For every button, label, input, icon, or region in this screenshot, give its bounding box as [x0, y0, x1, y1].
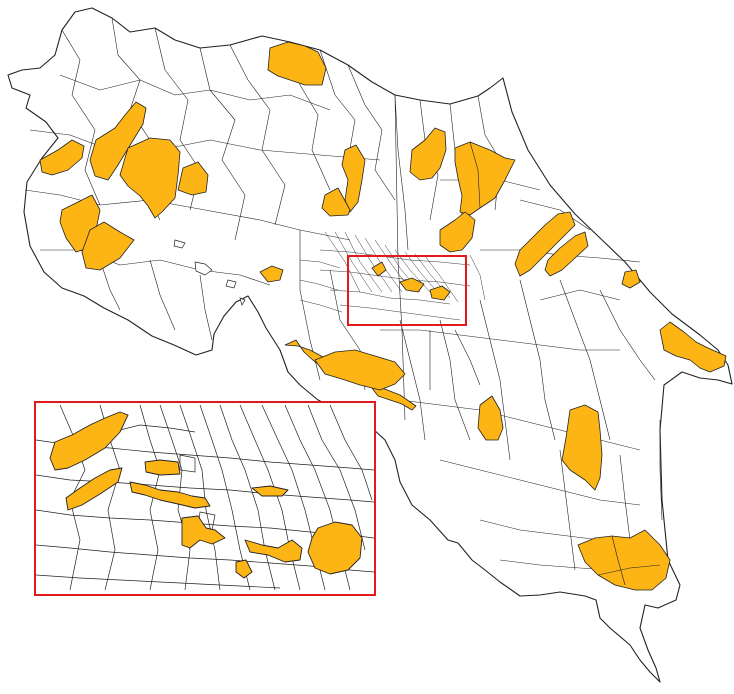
- inset-district-highlight: [244, 539, 303, 563]
- district-highlight: [371, 261, 387, 277]
- inset-district-highlight: [235, 559, 253, 579]
- district-highlight: [399, 277, 425, 293]
- central-valley-boundaries: [299, 231, 486, 321]
- district-highlight: [321, 187, 351, 217]
- district-highlight: [439, 211, 476, 253]
- district-highlight: [409, 127, 447, 181]
- district-highlight: [81, 221, 135, 271]
- district-highlight: [39, 139, 85, 176]
- district-highlight: [267, 41, 327, 86]
- inset-district-highlight: [307, 521, 363, 575]
- inset-district-highlight: [144, 459, 181, 476]
- district-highlight: [341, 144, 366, 213]
- district-highlight: [477, 395, 504, 441]
- islands: [173, 239, 246, 306]
- district-highlight: [561, 404, 603, 491]
- district-highlight: [514, 211, 576, 277]
- district-highlight: [177, 161, 209, 196]
- central-valley-inset: [34, 401, 376, 596]
- inset-district-highlight: [49, 411, 129, 471]
- district-highlight: [314, 349, 406, 391]
- inset-district-highlight: [65, 467, 123, 511]
- zoom-frame: [347, 255, 467, 326]
- district-highlight: [259, 265, 284, 283]
- district-highlight: [119, 137, 181, 219]
- inset-district-highlight: [129, 481, 211, 509]
- district-highlight: [89, 101, 147, 181]
- inset-district-highlight: [251, 485, 289, 497]
- district-highlight: [621, 269, 641, 289]
- district-highlight: [454, 141, 516, 216]
- highlight-internal-boundaries: [469, 141, 661, 586]
- district-highlight: [577, 529, 671, 591]
- inset-district-highlight: [181, 515, 226, 549]
- district-highlight: [544, 231, 589, 277]
- inset-highlighted-districts: [49, 411, 363, 579]
- highlighted-districts: [39, 41, 727, 591]
- district-highlight: [429, 285, 451, 301]
- district-highlight: [659, 321, 727, 373]
